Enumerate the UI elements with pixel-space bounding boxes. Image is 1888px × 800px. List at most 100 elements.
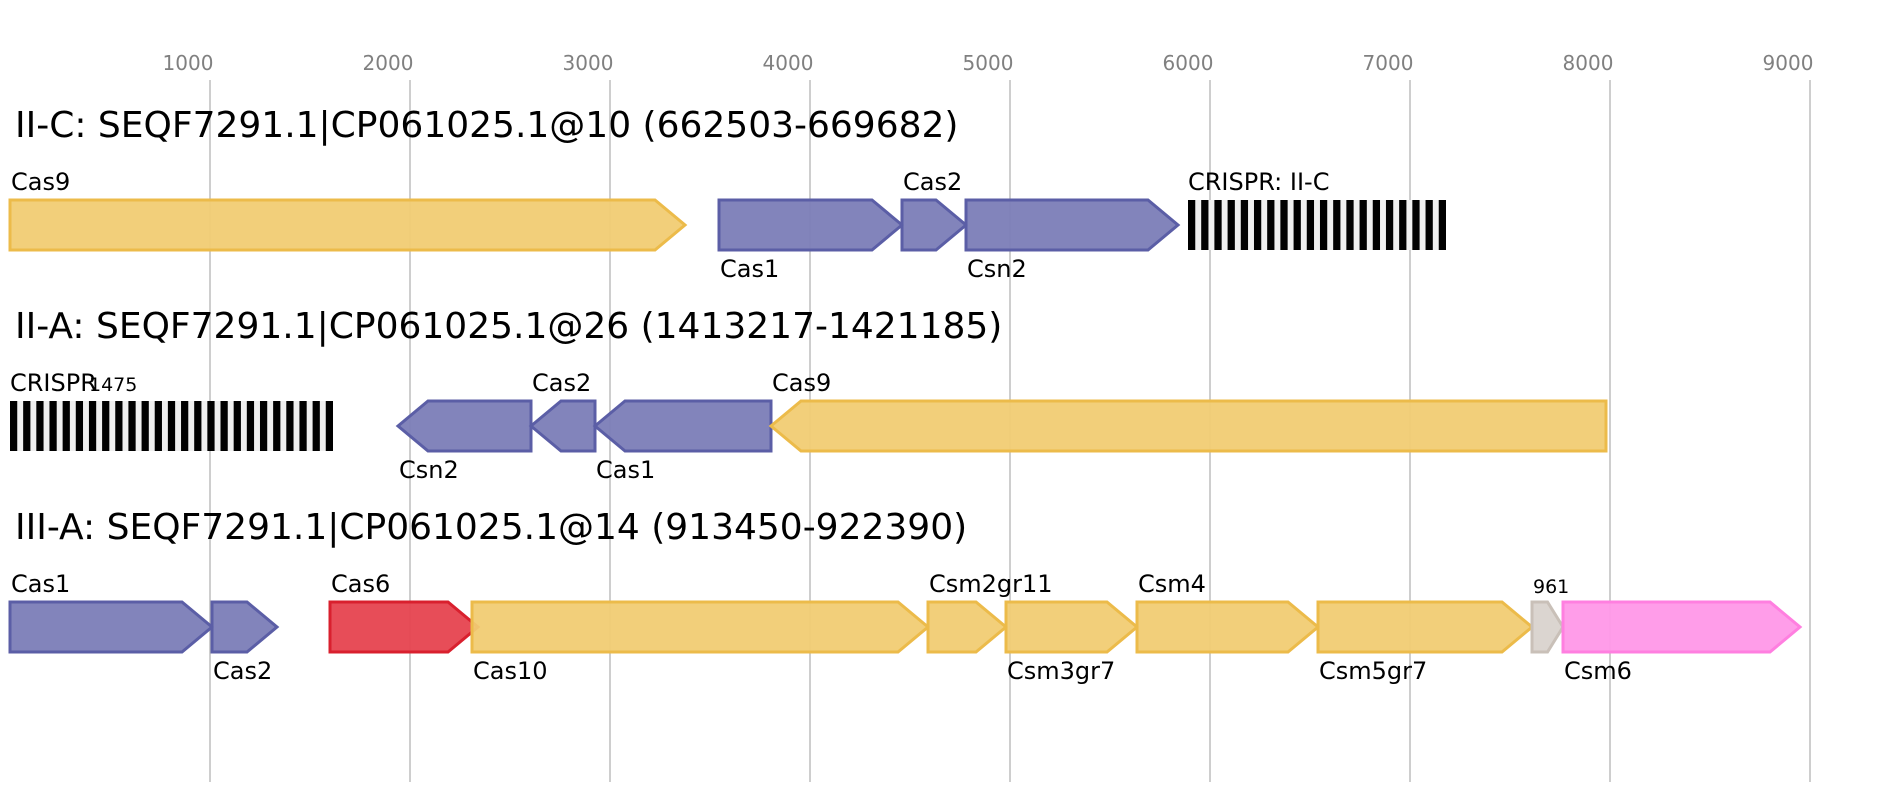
gene-arrow-cas1: [717, 198, 905, 252]
crispr-repeat: [207, 401, 215, 451]
clusters-layer: II-C: SEQF7291.1|CP061025.1@10 (662503-6…: [8, 105, 1803, 685]
cluster-2: II-A: SEQF7291.1|CP061025.1@26 (1413217-…: [10, 306, 1608, 484]
crispr-repeat: [36, 401, 44, 451]
gene-arrow-csm5gr7: [1316, 600, 1535, 654]
gene-label: Cas1: [596, 456, 655, 484]
gene-label: Csn2: [399, 456, 459, 484]
crispr-repeat: [49, 401, 57, 451]
crispr-repeat: [128, 401, 136, 451]
gene-label: Csm5gr7: [1319, 657, 1427, 685]
crispr-repeat: [88, 401, 97, 451]
axis-tick-label: 8000: [1563, 51, 1614, 75]
gene-label: Cas2: [213, 657, 272, 685]
crispr-repeat: [1319, 200, 1328, 250]
crispr-repeat: [246, 401, 255, 451]
crispr-repeat: [1399, 200, 1407, 250]
crispr-repeat: [1253, 200, 1262, 250]
gene-label: Csm3gr7: [1007, 657, 1115, 685]
gene-label: Cas2: [532, 369, 591, 397]
crispr-repeat: [181, 401, 189, 451]
crispr-repeat: [1267, 200, 1275, 250]
axis-tick-label: 6000: [1163, 51, 1214, 75]
axis-tick-label: 1000: [163, 51, 214, 75]
crispr-repeat: [194, 401, 202, 451]
crispr-repeat: [23, 401, 31, 451]
gene-arrow-csm6: [1561, 600, 1803, 654]
crispr-repeat: [1438, 200, 1446, 250]
crispr-repeat: [1201, 200, 1209, 250]
gene-label: Csm6: [1564, 657, 1632, 685]
crispr-repeat: [233, 401, 241, 451]
cluster-title: II-A: SEQF7291.1|CP061025.1@26 (1413217-…: [15, 306, 1002, 347]
cluster-3: III-A: SEQF7291.1|CP061025.1@14 (913450-…: [8, 507, 1803, 685]
gene-arrow-csn2: [964, 198, 1181, 252]
gene-label: Cas2: [903, 168, 962, 196]
crispr-repeat: [1333, 200, 1341, 250]
crispr-repeat: [1425, 200, 1433, 250]
gene-arrow-csm3gr7: [1004, 600, 1140, 654]
crispr-repeat: [273, 401, 281, 451]
crispr-label: CRISPR: [10, 369, 97, 397]
crispr-repeat: [1240, 200, 1249, 250]
gene-arrow-csn2: [395, 399, 533, 453]
crispr-repeat: [141, 401, 149, 451]
gene-label: Csn2: [967, 255, 1027, 283]
gene-arrow-cas2: [900, 198, 969, 252]
crispr-repeat: [154, 401, 162, 451]
gene-label: Cas1: [720, 255, 779, 283]
crispr-repeat: [115, 401, 123, 451]
crispr-repeat: [102, 401, 110, 451]
crispr-array-background: [1188, 200, 1446, 250]
position-label: 1475: [89, 374, 137, 396]
cluster-title: II-C: SEQF7291.1|CP061025.1@10 (662503-6…: [15, 105, 958, 146]
crispr-repeat: [325, 401, 333, 451]
crispr-repeat: [1306, 200, 1315, 250]
gene-label: Cas9: [772, 369, 831, 397]
gene-arrow-csm2gr11: [926, 600, 1009, 654]
crispr-repeat: [220, 401, 228, 451]
gene-arrow-cas2: [210, 600, 280, 654]
crispr-repeat: [1385, 200, 1394, 250]
gene-arrow-961: [1530, 600, 1565, 654]
axis-tick-label: 2000: [363, 51, 414, 75]
gene-label: Cas9: [11, 168, 70, 196]
axis-tick-label: 9000: [1763, 51, 1814, 75]
gene-label: Cas10: [473, 657, 548, 685]
crispr-repeat: [1293, 200, 1301, 250]
gene-arrow-cas1: [592, 399, 773, 453]
cluster-1: II-C: SEQF7291.1|CP061025.1@10 (662503-6…: [8, 105, 1446, 283]
gene-arrow-cas10: [470, 600, 931, 654]
crispr-repeat: [1359, 200, 1367, 250]
axis-tick-label: 5000: [963, 51, 1014, 75]
gene-arrow-cas9: [8, 198, 688, 252]
crispr-repeat: [1372, 200, 1381, 250]
gene-label: Csm4: [1138, 570, 1206, 598]
gene-arrow-cas9: [768, 399, 1608, 453]
gene-label: Cas1: [11, 570, 70, 598]
gene-arrow-csm4: [1135, 600, 1321, 654]
crispr-repeat: [1214, 200, 1222, 250]
crispr-repeat: [1188, 200, 1196, 250]
crispr-repeat: [1227, 200, 1235, 250]
gene-label: Cas6: [331, 570, 390, 598]
axis-tick-label: 7000: [1363, 51, 1414, 75]
crispr-repeat: [167, 401, 176, 451]
gene-label: 961: [1533, 576, 1569, 598]
gene-arrow-cas2: [528, 399, 597, 453]
crispr-repeat: [286, 401, 294, 451]
crispr-repeat: [1280, 200, 1288, 250]
crispr-label: CRISPR: II-C: [1188, 168, 1329, 196]
axis-tick-label: 3000: [563, 51, 614, 75]
gene-arrow-cas1: [8, 600, 215, 654]
crispr-repeat: [62, 401, 70, 451]
gene-arrow-cas6: [328, 600, 481, 654]
crispr-repeat: [10, 401, 18, 451]
crispr-repeat: [312, 401, 320, 451]
gene-label: Csm2gr11: [929, 570, 1053, 598]
crispr-repeat: [1346, 200, 1354, 250]
crispr-repeat: [259, 401, 268, 451]
cluster-title: III-A: SEQF7291.1|CP061025.1@14 (913450-…: [15, 507, 967, 548]
crispr-repeat: [1412, 200, 1420, 250]
crispr-repeat: [75, 401, 84, 451]
